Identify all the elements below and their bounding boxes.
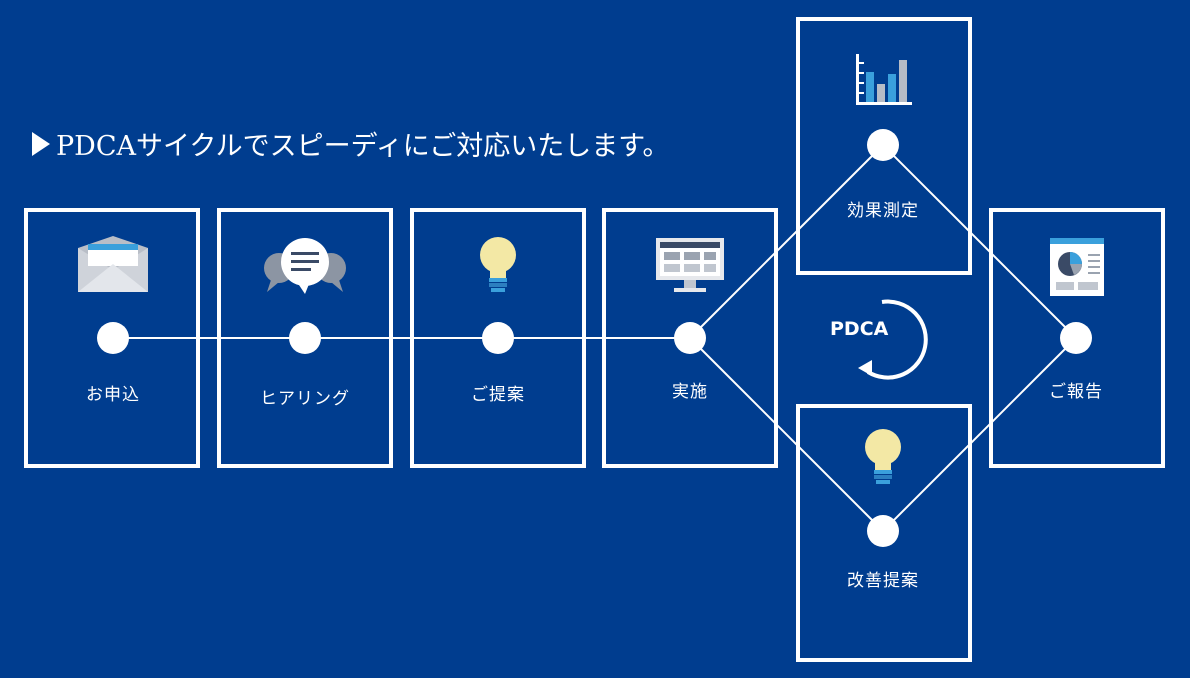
step-label-report: ご報告 (1049, 382, 1103, 402)
step-box-application (24, 208, 200, 468)
step-box-improvement (796, 404, 972, 662)
step-node-proposal (482, 322, 514, 354)
lightbulb-icon (865, 429, 901, 484)
lightbulb-icon (480, 237, 516, 292)
chat-bubbles-icon (264, 238, 346, 294)
step-label-proposal: ご提案 (471, 385, 525, 405)
bar-chart-icon (856, 54, 912, 105)
step-label-hearing: ヒアリング (260, 389, 350, 409)
step-node-implementation (674, 322, 706, 354)
step-box-report (989, 208, 1165, 468)
step-node-hearing (289, 322, 321, 354)
step-label-application: お申込 (86, 385, 140, 405)
step-node-improvement (867, 515, 899, 547)
monitor-icon (656, 238, 724, 292)
step-box-proposal (410, 208, 586, 468)
step-label-implementation: 実施 (672, 382, 708, 402)
triangle-bullet-icon (32, 131, 50, 156)
report-icon (1050, 238, 1104, 296)
headline: PDCAサイクルでスピーディにご対応いたします。 (32, 124, 670, 163)
step-node-report (1060, 322, 1092, 354)
step-node-application (97, 322, 129, 354)
step-box-measurement (796, 17, 972, 275)
envelope-icon (78, 236, 148, 292)
step-node-measurement (867, 129, 899, 161)
step-label-measurement: 効果測定 (847, 201, 919, 221)
cycle-label: PDCA (830, 318, 889, 340)
headline-text: PDCAサイクルでスピーディにご対応いたします。 (56, 131, 670, 162)
cycle-arrow-icon (858, 299, 928, 380)
step-label-improvement: 改善提案 (847, 571, 919, 591)
step-box-hearing (217, 208, 393, 468)
step-box-implementation (602, 208, 778, 468)
